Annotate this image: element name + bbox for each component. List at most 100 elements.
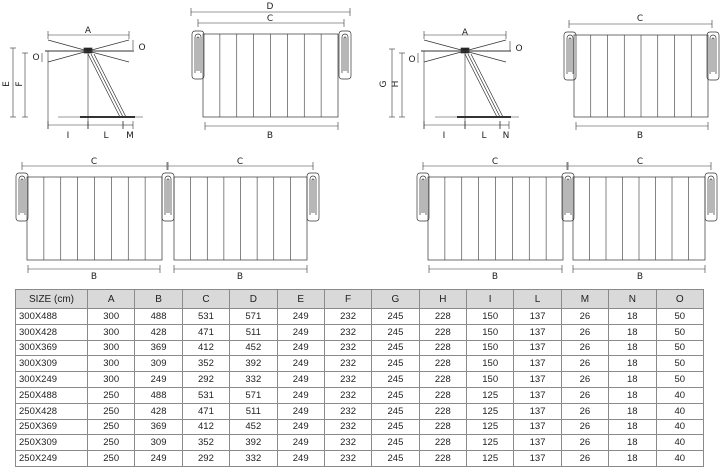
value-cell: 352 [181, 355, 231, 373]
value-cell: 571 [229, 386, 278, 404]
bracket-hook [343, 36, 347, 71]
value-cell: 245 [371, 323, 420, 341]
size-cell: 250X369 [15, 418, 88, 436]
value-cell: 18 [608, 339, 657, 357]
value-cell: 392 [229, 355, 278, 373]
bracket-hook [568, 37, 572, 72]
dim-label-d: D [267, 2, 274, 12]
value-cell: 125 [465, 434, 515, 452]
value-cell: 137 [513, 402, 562, 420]
value-cell: 18 [608, 418, 657, 436]
size-cell: 300X369 [15, 339, 88, 357]
dim-label-o: O [32, 53, 39, 63]
dim-label-h: H [391, 81, 401, 88]
value-cell: 300 [86, 323, 136, 341]
column-header: N [608, 289, 657, 309]
dim-label-c: C [492, 157, 498, 167]
dim-label-i: I [67, 131, 70, 141]
value-cell: 228 [418, 450, 468, 467]
bracket-hook [20, 178, 24, 213]
column-header: H [418, 289, 468, 309]
value-cell: 50 [655, 339, 704, 357]
bracket-icon [561, 172, 575, 222]
value-cell: 232 [323, 355, 373, 373]
dim-label-g: G [379, 80, 389, 87]
bracket-icon [15, 172, 29, 222]
value-cell: 249 [276, 355, 325, 373]
value-cell: 137 [513, 339, 562, 357]
dim-label-b: B [637, 131, 643, 141]
size-cell: 300X428 [15, 323, 88, 341]
value-cell: 150 [465, 308, 515, 325]
dim-label-n: N [503, 131, 510, 141]
value-cell: 309 [134, 355, 183, 373]
value-cell: 18 [608, 308, 657, 325]
bracket-icon [563, 31, 577, 81]
panel-front-view-single-2: C B [563, 14, 720, 141]
dim-label-c: C [637, 157, 643, 167]
panel-outline [26, 176, 163, 261]
value-cell: 228 [418, 323, 468, 341]
column-header: SIZE (cm) [15, 289, 88, 309]
value-cell: 249 [276, 434, 325, 452]
bracket-hook [421, 178, 425, 213]
value-cell: 137 [513, 371, 562, 388]
value-cell: 228 [418, 308, 468, 325]
value-cell: 18 [608, 386, 657, 404]
bracket-hook [194, 33, 202, 73]
value-cell: 137 [513, 355, 562, 373]
value-cell: 300 [86, 371, 136, 388]
value-cell: 26 [560, 386, 610, 404]
value-cell: 228 [418, 355, 468, 373]
value-cell: 412 [181, 339, 231, 357]
bracket-hook [711, 37, 715, 72]
value-cell: 150 [465, 323, 515, 341]
bracket-hook [419, 175, 427, 215]
canopy-rib [464, 50, 507, 63]
column-header: O [655, 289, 704, 309]
canopy-rib [423, 39, 466, 52]
value-cell: 40 [655, 386, 704, 404]
value-cell: 571 [229, 308, 278, 325]
bracket-icon [416, 172, 430, 222]
column-header: F [323, 289, 373, 309]
value-cell: 125 [465, 386, 515, 404]
value-cell: 309 [134, 434, 183, 452]
leg [93, 53, 127, 118]
bracket-hook [309, 175, 317, 215]
value-cell: 249 [276, 323, 325, 341]
value-cell: 249 [276, 450, 325, 467]
panel-front-view-single-1: D C B [190, 2, 352, 141]
value-cell: 18 [608, 323, 657, 341]
value-cell: 245 [371, 418, 420, 436]
value-cell: 26 [560, 450, 610, 467]
value-cell: 471 [181, 323, 231, 341]
value-cell: 250 [86, 450, 136, 467]
value-cell: 228 [418, 434, 468, 452]
value-cell: 40 [655, 434, 704, 452]
dim-label-l: L [103, 131, 108, 141]
column-header: B [134, 289, 183, 309]
value-cell: 332 [229, 450, 278, 467]
value-cell: 232 [323, 402, 373, 420]
value-cell: 137 [513, 450, 562, 467]
value-cell: 18 [608, 355, 657, 373]
value-cell: 232 [323, 418, 373, 436]
value-cell: 452 [229, 339, 278, 357]
value-cell: 26 [560, 434, 610, 452]
value-cell: 332 [229, 371, 278, 388]
dim-label-o: O [138, 43, 145, 53]
value-cell: 245 [371, 450, 420, 467]
dim-label-f: F [15, 81, 25, 86]
size-cell: 300X488 [15, 308, 88, 325]
value-cell: 245 [371, 308, 420, 325]
dim-label-c: C [91, 157, 97, 167]
value-cell: 250 [86, 402, 136, 420]
